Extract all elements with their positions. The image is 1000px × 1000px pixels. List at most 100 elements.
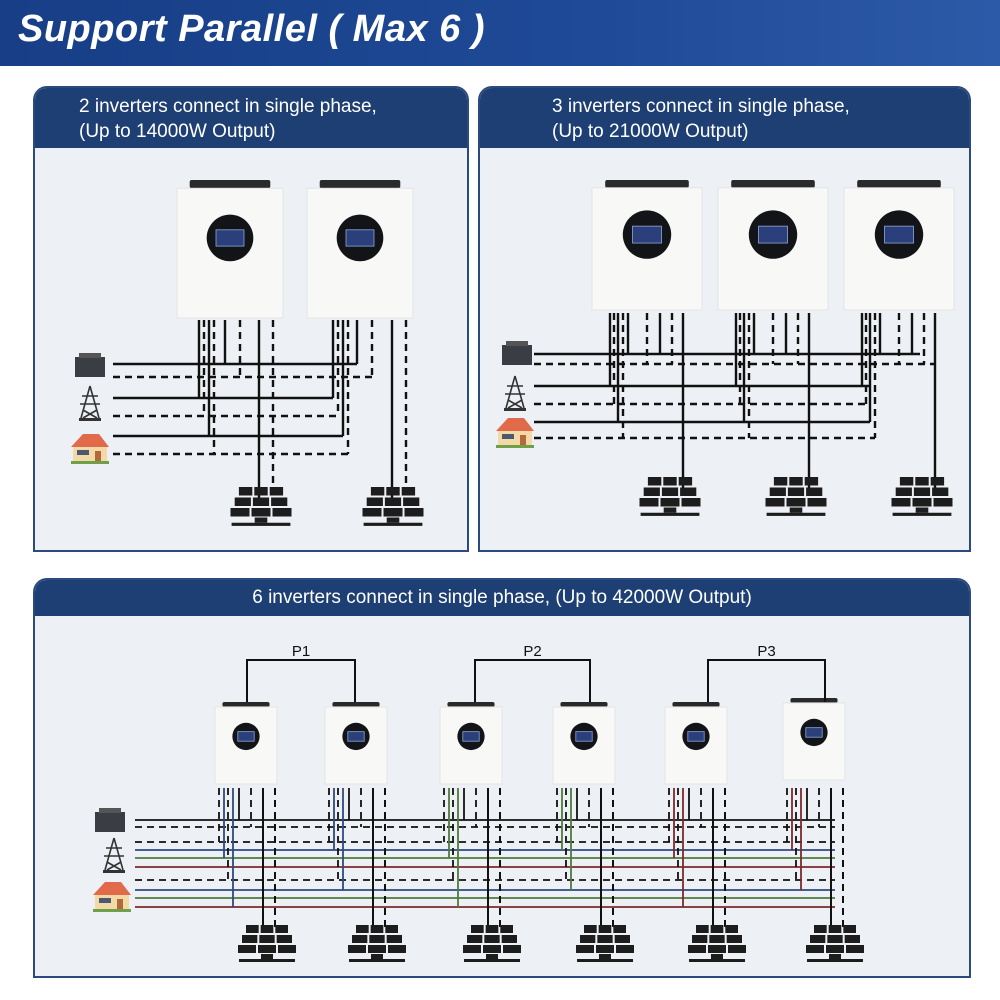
house-roof bbox=[93, 882, 131, 895]
solar-cell bbox=[899, 477, 914, 486]
solar-cell bbox=[242, 935, 258, 943]
solar-base bbox=[464, 959, 520, 962]
solar-cell bbox=[912, 498, 932, 507]
tower-frame bbox=[505, 375, 525, 409]
solar-cell bbox=[254, 487, 268, 496]
solar-cell bbox=[386, 935, 402, 943]
solar-base bbox=[892, 512, 952, 516]
solar-cell bbox=[576, 945, 594, 953]
panel-title-line2: (Up to 14000W Output) bbox=[79, 121, 276, 142]
solar-cell bbox=[483, 945, 501, 953]
house-grass bbox=[93, 909, 131, 912]
inverter bbox=[176, 180, 284, 319]
solar-cell bbox=[786, 498, 806, 507]
panel-title: 6 inverters connect in single phase, (Up… bbox=[252, 587, 752, 608]
solar-cell bbox=[403, 497, 420, 506]
solar-cell bbox=[891, 498, 911, 507]
solar-cell bbox=[272, 508, 292, 517]
solar-cell bbox=[348, 945, 366, 953]
inverter bbox=[664, 702, 728, 785]
solar-cell bbox=[597, 935, 613, 943]
solar-cell bbox=[639, 498, 659, 507]
solar-cell bbox=[728, 945, 746, 953]
inverter-body bbox=[324, 706, 388, 785]
solar-cell bbox=[276, 935, 292, 943]
solar-cell bbox=[930, 477, 945, 486]
solar-base bbox=[239, 959, 295, 962]
battery-body bbox=[75, 357, 105, 377]
inverter-bracket bbox=[222, 702, 270, 707]
solar-stand bbox=[711, 954, 723, 959]
inverter-bracket bbox=[560, 702, 608, 707]
solar-cell bbox=[598, 925, 612, 933]
solar-cell bbox=[485, 925, 499, 933]
solar-cell bbox=[643, 487, 660, 496]
battery-top bbox=[99, 808, 121, 813]
solar-panel-icon bbox=[348, 925, 406, 962]
solar-cell bbox=[503, 945, 521, 953]
solar-cell bbox=[467, 935, 483, 943]
battery-body bbox=[95, 812, 125, 832]
pair-label: P1 bbox=[292, 643, 310, 660]
solar-cell bbox=[580, 935, 596, 943]
solar-cell bbox=[388, 945, 406, 953]
solar-stand bbox=[915, 507, 929, 513]
house-icon bbox=[71, 434, 109, 464]
solar-cell bbox=[616, 945, 634, 953]
inverter-bracket bbox=[605, 180, 689, 188]
parallel-link bbox=[246, 659, 356, 702]
solar-cell bbox=[251, 508, 271, 517]
solar-stand bbox=[254, 517, 268, 523]
panel-2-inverters: 2 inverters connect in single phase, (Up… bbox=[33, 86, 469, 552]
solar-cell bbox=[271, 497, 288, 506]
battery-icon bbox=[75, 353, 105, 377]
solar-cell bbox=[773, 477, 788, 486]
solar-cell bbox=[356, 925, 369, 933]
solar-base bbox=[349, 959, 405, 962]
battery-top bbox=[506, 341, 528, 346]
panel-title-line1: 2 inverters connect in single phase, bbox=[79, 96, 377, 117]
solar-cell bbox=[500, 925, 513, 933]
panel-6-inverters: 6 inverters connect in single phase, (Up… bbox=[33, 578, 971, 978]
panel-3-inverters: 3 inverters connect in single phase, (Up… bbox=[478, 86, 971, 552]
house-door bbox=[117, 899, 123, 910]
page-title: Support Parallel ( Max 6 ) bbox=[18, 8, 485, 50]
solar-cell bbox=[366, 497, 383, 506]
solar-cell bbox=[404, 508, 424, 517]
inverter bbox=[324, 702, 388, 785]
solar-cell bbox=[258, 945, 276, 953]
solar-cell bbox=[370, 925, 384, 933]
battery-body bbox=[502, 345, 532, 365]
solar-cell bbox=[827, 935, 843, 943]
solar-base bbox=[766, 512, 826, 516]
solar-cell bbox=[484, 935, 500, 943]
solar-cell bbox=[614, 935, 630, 943]
house-door bbox=[95, 451, 101, 462]
solar-cell bbox=[278, 945, 296, 953]
header-banner: Support Parallel ( Max 6 ) bbox=[0, 0, 1000, 66]
solar-cell bbox=[471, 925, 484, 933]
solar-cell bbox=[806, 487, 823, 496]
inverter bbox=[717, 180, 829, 311]
solar-cell bbox=[584, 925, 597, 933]
solar-panel-icon bbox=[362, 487, 424, 526]
inverter bbox=[439, 702, 503, 785]
solar-panel-icon bbox=[576, 925, 634, 962]
tower-base bbox=[79, 418, 101, 421]
solar-cell bbox=[613, 925, 626, 933]
solar-panel-icon bbox=[238, 925, 296, 962]
solar-stand bbox=[599, 954, 611, 959]
solar-stand bbox=[371, 954, 383, 959]
solar-cell bbox=[814, 925, 827, 933]
solar-cell bbox=[384, 497, 402, 506]
solar-base bbox=[231, 522, 291, 526]
solar-cell bbox=[252, 497, 270, 506]
solar-cell bbox=[260, 925, 274, 933]
tower-frame bbox=[80, 385, 100, 419]
battery-top bbox=[79, 353, 101, 358]
solar-cell bbox=[810, 935, 826, 943]
diagram-2-inverters bbox=[71, 180, 424, 526]
solar-panel-icon bbox=[765, 477, 827, 516]
house-window bbox=[502, 434, 514, 439]
solar-cell bbox=[370, 487, 385, 496]
